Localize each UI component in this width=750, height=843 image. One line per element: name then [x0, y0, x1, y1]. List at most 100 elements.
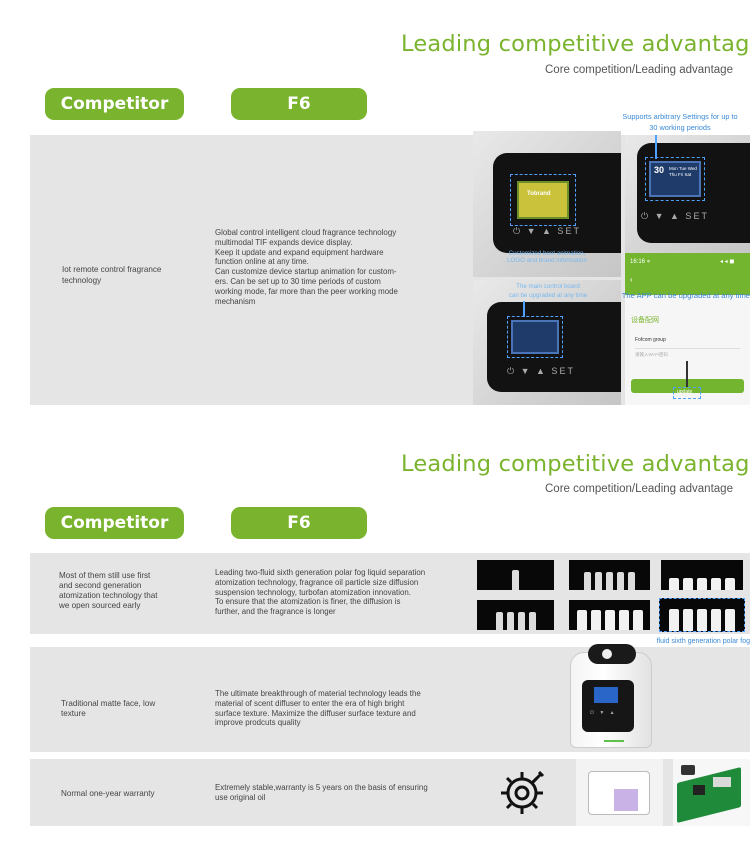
gear-wrench-icon: [501, 770, 545, 814]
section1-title: Leading competitive advantage/: [401, 31, 750, 57]
nozzle-image-6: [659, 598, 745, 632]
desc-line: Global control intelligent cloud fragran…: [215, 228, 397, 237]
pcb: [677, 767, 741, 823]
desc-line: material of scent diffuser to enter the …: [215, 698, 405, 708]
text-line: Iot remote control fragrance: [62, 265, 162, 274]
desc-line: further, and the fragrance is longer: [215, 607, 336, 617]
screen-days-line: Mon Tue Wed: [669, 166, 697, 171]
update-button[interactable]: [631, 379, 744, 393]
diffuser-screen: [594, 687, 618, 703]
highlight-box: [673, 387, 701, 399]
diffuser-cap: [588, 644, 636, 664]
screen-number: 30: [654, 165, 665, 175]
device-screen: [511, 320, 559, 354]
product-pill-label: F6: [287, 94, 311, 114]
annot-arrow: [655, 135, 657, 159]
highlight-box: [510, 174, 576, 226]
competitor-text-iot: Iot remote control fragrance technology: [62, 264, 161, 286]
product-desc-surface: The ultimate breakthrough of material te…: [215, 689, 421, 728]
competitor-text-surface: Traditional matte face, low texture: [61, 699, 155, 719]
section1-subtitle: Core competition/Leading advantage: [545, 64, 733, 76]
nozzle: [506, 612, 514, 630]
phone-app-screenshot: 16:16 ⋄ ◂ ◂ ◼ ‹ 设备配网 Fofcom group 请输入Wi-…: [625, 253, 750, 405]
nozzle: [517, 612, 525, 630]
text-line: Traditional matte face, low: [61, 699, 156, 708]
nozzle-image-5: [569, 600, 650, 630]
desc-line: multimodal TIF expands device display.: [215, 237, 353, 247]
nozzle: [725, 578, 735, 590]
diffuser-controls: ⏻ ▼ ▲: [590, 710, 617, 716]
nozzle: [683, 609, 693, 631]
competitor-text-atomization: Most of them still use first and second …: [59, 571, 158, 611]
nozzle: [528, 612, 536, 630]
desc-line: working mode, far more than the peer wor…: [215, 286, 398, 296]
diffuser-knob: [602, 649, 612, 659]
desc-line: improve prodcuts quality: [215, 718, 301, 728]
nozzle: [617, 572, 624, 590]
product-pill: F6: [231, 88, 367, 120]
nozzle: [606, 572, 613, 590]
desc-line: Can customize device startup animation f…: [215, 267, 397, 277]
product-desc-warranty: Extremely stable,warranty is 5 years on …: [215, 783, 428, 803]
desc-line: Extremely stable,warranty is 5 years on …: [215, 783, 428, 792]
phone-header: [625, 253, 750, 295]
desc-line: To ensure that the atomization is finer,…: [215, 597, 401, 607]
product-desc-atomization: Leading two-fluid sixth generation polar…: [215, 568, 425, 617]
highlight-box: [507, 316, 563, 358]
highlight-box: [645, 157, 705, 201]
nozzle: [711, 578, 721, 590]
nozzle: [711, 609, 721, 631]
nozzle: [669, 609, 679, 631]
annot-boot: Customized boot animation, LOGO and bran…: [487, 250, 607, 264]
phone-signal: ◂ ◂ ◼: [720, 259, 735, 265]
phone-menu-title: 设备配网: [631, 317, 659, 324]
device-screen: 30 Mon Tue Wed Thu Fri Sat: [649, 161, 701, 197]
nozzle: [590, 610, 601, 630]
device-controls: ⏻ ▼ ▲ SET: [507, 366, 575, 376]
desc-line: suspension technology, turbofan atomizat…: [215, 587, 411, 597]
nozzle-image-4: [477, 600, 554, 630]
annot-arrow: [686, 361, 688, 387]
diffuser-led: [604, 740, 624, 742]
competitor-pill: Competitor: [45, 88, 184, 120]
diffuser-product-image: ⏻ ▼ ▲: [564, 640, 657, 752]
section2-title: Leading competitive advantage/: [401, 451, 750, 477]
nozzle: [576, 610, 587, 630]
nozzle: [628, 572, 635, 590]
competitor-pill-label: Competitor: [60, 94, 169, 114]
pcb-board-image: [673, 759, 750, 826]
nozzle: [669, 578, 679, 590]
nozzle: [725, 609, 735, 631]
desc-line: ers. Can be set up to 30 time periods of…: [215, 276, 381, 286]
pcb-connector: [681, 765, 695, 775]
desc-line: function online at any time.: [215, 257, 309, 267]
product-desc-iot: Global control intelligent cloud fragran…: [215, 228, 398, 306]
nozzle: [697, 578, 707, 590]
boot-logo: Tobrand: [527, 191, 551, 197]
product-pill-2: F6: [231, 507, 367, 539]
annot-line: 30 working periods: [649, 123, 711, 132]
nozzle: [495, 612, 503, 630]
nozzle: [697, 609, 707, 631]
device-screen: Tobrand: [517, 181, 569, 219]
phone-status: 16:16 ⋄: [630, 259, 651, 265]
photo-working-periods: 30 Mon Tue Wed Thu Fri Sat ⏻ ▼ ▲ SET: [625, 135, 750, 253]
divider: [635, 348, 740, 349]
desc-line: use original oil: [215, 792, 266, 802]
nozzle: [632, 610, 643, 630]
annot-line: can be upgraded at any time: [508, 292, 588, 299]
desc-line: The ultimate breakthrough of material te…: [215, 689, 421, 698]
update-button-label: update: [677, 389, 693, 395]
nozzle: [604, 610, 615, 630]
back-icon[interactable]: ‹: [630, 275, 633, 284]
annot-line: Supports arbitrary Settings for up to: [622, 112, 738, 121]
phone-password-input[interactable]: 请输入Wi-Fi密码: [635, 352, 668, 357]
pcb-module: [713, 777, 731, 787]
section2-subtitle: Core competition/Leading advantage: [545, 483, 733, 495]
desc-line: mechanism: [215, 296, 256, 306]
photo-boot-animation: Tobrand ⏻ ▼ ▲ SET Customized boot animat…: [473, 131, 621, 277]
desc-line: surface texture. Maximize the diffuser s…: [215, 708, 416, 718]
competitor-pill-label: Competitor: [60, 513, 169, 533]
nozzle: [683, 578, 693, 590]
enclosure-image: [576, 759, 663, 826]
